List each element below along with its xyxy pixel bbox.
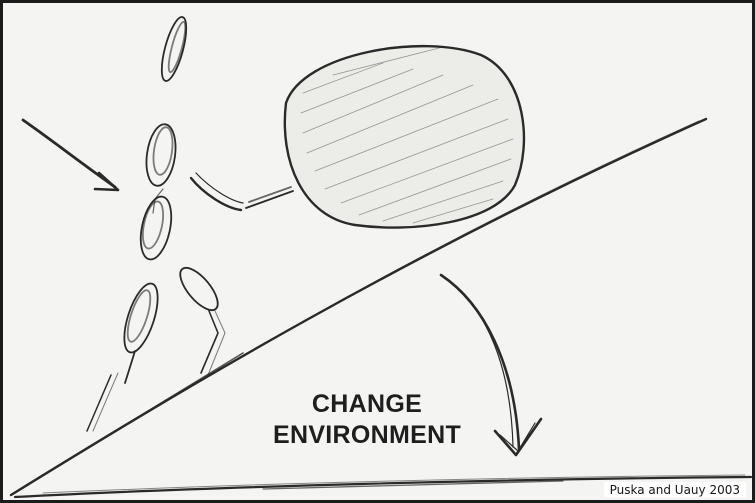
source-credit: Puska and Uauy 2003: [604, 482, 746, 497]
boulder: [285, 46, 524, 227]
caption-line-2: ENVIRONMENT: [257, 420, 477, 451]
incoming-arrow: [23, 120, 118, 190]
change-environment-caption: CHANGE ENVIRONMENT: [257, 389, 477, 451]
pushing-figure: [87, 15, 293, 431]
caption-line-1: CHANGE: [257, 389, 477, 420]
